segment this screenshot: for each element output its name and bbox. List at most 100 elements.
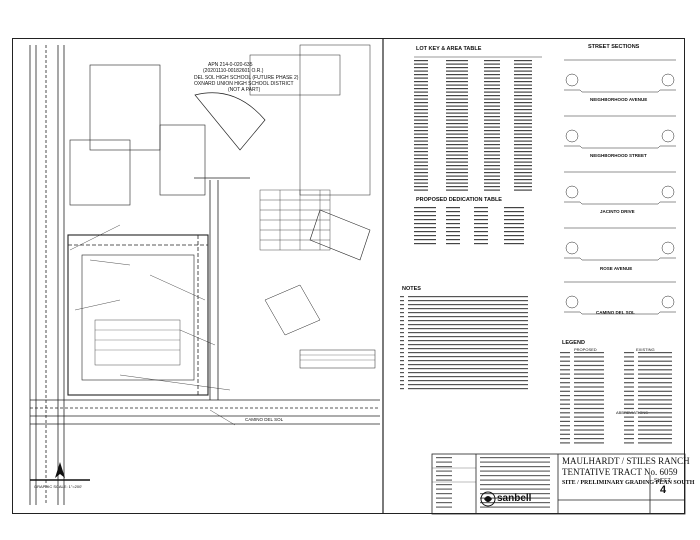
fine-print-line: [504, 231, 524, 233]
fine-print-line: [446, 239, 460, 241]
fine-print-line: [414, 239, 436, 241]
fine-print-line: [484, 182, 500, 184]
fine-print-line: [446, 223, 460, 225]
fine-print-line: [574, 369, 604, 371]
fine-print-line: [414, 67, 428, 69]
fine-print-line: [414, 60, 428, 62]
fine-print-line: [414, 215, 436, 217]
fine-print-line: [504, 219, 524, 221]
parcel-note-2: (20201110-00182601 O.R.): [203, 68, 264, 74]
fine-print-line: [446, 109, 468, 111]
fine-print-line: [414, 133, 428, 135]
fine-print-line: [638, 407, 672, 410]
fine-print-line: [446, 84, 468, 86]
fine-print-line: [446, 175, 468, 177]
section-profile: [564, 201, 676, 205]
fine-print-line: [638, 399, 672, 401]
fine-print-line: [414, 219, 436, 221]
fine-print-line: [400, 340, 404, 342]
fine-print-line: [560, 364, 570, 367]
fine-print-line: [436, 479, 452, 481]
fine-print-line: [638, 360, 672, 362]
fine-print-line: [480, 470, 550, 472]
fine-print-line: [574, 373, 604, 375]
fine-print-line: [560, 429, 570, 431]
fine-print-line: [414, 105, 428, 107]
fine-print-line: [624, 390, 634, 392]
project-name: MAULHARDT / STILES RANCH: [562, 456, 690, 466]
fine-print-line: [446, 161, 468, 163]
fine-print-line: [408, 296, 528, 298]
fine-print-line: [446, 144, 468, 146]
fine-print-line: [514, 102, 532, 104]
fine-print-line: [484, 144, 500, 146]
fine-print-line: [400, 380, 404, 382]
fine-print-line: [514, 168, 532, 170]
fine-print-line: [638, 356, 672, 358]
fine-print-line: [560, 416, 570, 418]
fine-print-line: [408, 320, 528, 322]
fine-print-line: [484, 98, 500, 100]
fine-print-line: [446, 130, 468, 132]
fine-print-line: [414, 182, 428, 184]
fine-print-line: [514, 158, 532, 160]
fine-print-line: [574, 429, 604, 431]
fine-print-line: [484, 63, 500, 65]
fine-print-line: [446, 211, 460, 213]
fine-print-line: [638, 386, 672, 388]
fine-print-line: [414, 137, 428, 139]
fine-print-line: [400, 304, 404, 306]
fine-print-line: [574, 386, 604, 388]
fine-print-line: [414, 123, 428, 125]
fine-print-line: [474, 211, 488, 213]
fine-print-line: [446, 147, 468, 149]
fine-print-line: [484, 147, 500, 149]
fine-print-line: [480, 502, 550, 504]
fine-print-line: [484, 161, 500, 163]
fine-print-line: [638, 373, 672, 375]
parcel-note-5: (NOT A PART): [228, 87, 261, 93]
fine-print-line: [624, 412, 634, 414]
fine-print-line: [638, 433, 672, 435]
road-label: CAMINO DEL SOL: [245, 417, 284, 422]
fine-print-line: [414, 102, 428, 104]
section-profile: [564, 257, 676, 261]
fine-print-line: [414, 74, 428, 76]
fine-print-line: [638, 395, 672, 397]
fine-print-line: [436, 466, 452, 468]
fine-print-line: [574, 377, 604, 379]
fine-print-line: [408, 352, 528, 354]
fine-print-line: [624, 429, 634, 431]
fine-print-line: [514, 182, 532, 184]
sheet-number: 4: [660, 484, 667, 496]
fine-print-line: [638, 416, 672, 418]
fine-print-line: [514, 74, 532, 76]
fine-print-line: [436, 461, 452, 463]
fine-print-line: [446, 182, 468, 184]
fine-print-line: [400, 352, 404, 354]
lot-key-title: LOT KEY & AREA TABLE: [416, 46, 482, 52]
fine-print-line: [484, 126, 500, 128]
fine-print-line: [400, 328, 404, 330]
fine-print-line: [638, 382, 672, 384]
fine-print-line: [414, 144, 428, 146]
fine-print-line: [504, 235, 524, 237]
fine-print-line: [514, 189, 532, 191]
fine-print-line: [474, 215, 488, 217]
fine-print-line: [408, 376, 528, 378]
fine-print-line: [408, 316, 528, 318]
fine-print-line: [408, 332, 528, 334]
fine-print-line: [400, 296, 404, 298]
fine-print-line: [400, 332, 404, 334]
fine-print-line: [436, 484, 452, 486]
fine-print-line: [414, 95, 428, 97]
fine-print-line: [400, 320, 404, 322]
fine-print-line: [560, 377, 570, 379]
firm-name: sanbell: [497, 493, 532, 504]
fine-print-line: [484, 60, 500, 62]
tree-icon: [565, 185, 579, 199]
fine-print-line: [400, 368, 404, 370]
fine-print-line: [414, 126, 428, 128]
fine-print-line: [484, 154, 500, 156]
